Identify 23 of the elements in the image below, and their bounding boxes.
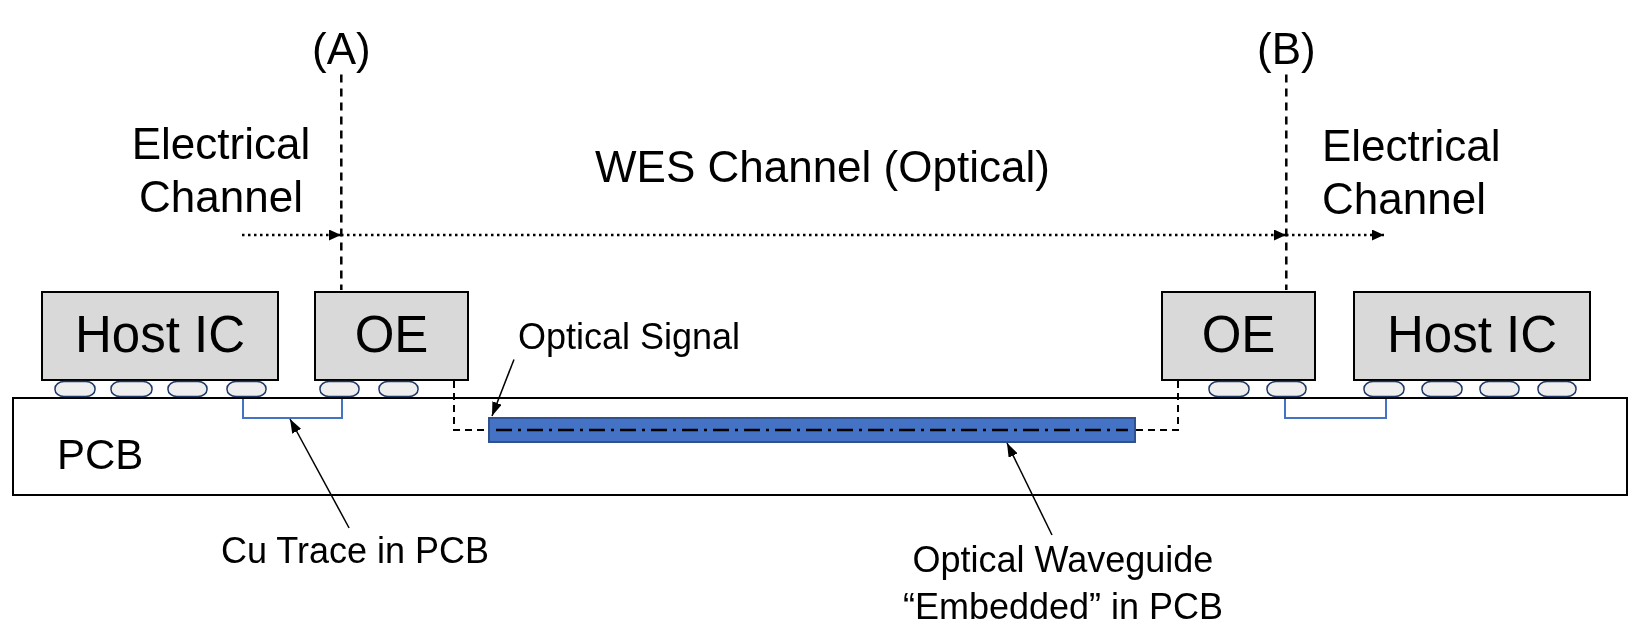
callout-label: Optical Waveguide “Embedded” in PCB: [895, 537, 1231, 631]
pcb-board: [12, 397, 1628, 496]
chip-package: Host IC: [1353, 291, 1591, 381]
leader-line: [491, 358, 515, 417]
copper-trace: [242, 399, 343, 419]
leader-line: [289, 418, 350, 529]
pcb-label: PCB: [57, 431, 144, 480]
reference-label: (A): [312, 24, 371, 75]
chip-package: OE: [314, 291, 469, 381]
waveguide: [488, 417, 1136, 443]
chip-package: OE: [1161, 291, 1316, 381]
reference-line: [1285, 74, 1288, 290]
callout-label: Optical Signal: [518, 316, 741, 358]
leader-line: [1006, 442, 1053, 536]
reference-line: [340, 74, 343, 290]
chip-package: Host IC: [41, 291, 279, 381]
channel-label: Electrical Channel: [130, 118, 312, 223]
callout-label: Cu Trace in PCB: [221, 530, 490, 572]
channel-label: Electrical Channel: [1322, 120, 1502, 225]
channel-label: WES Channel (Optical): [595, 142, 1050, 193]
optical-signal-path: [1135, 380, 1179, 431]
reference-label: (B): [1257, 24, 1316, 75]
copper-trace: [1284, 399, 1387, 419]
